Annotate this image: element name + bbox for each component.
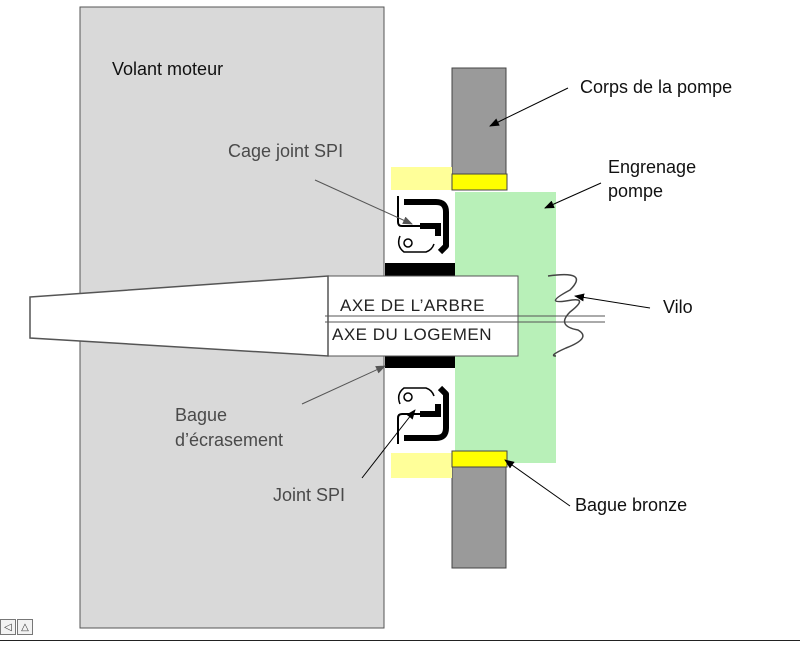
label-joint-spi: Joint SPI [273, 485, 345, 505]
navigate-up-icon: △ [21, 621, 29, 633]
label-engrenage-line1: Engrenage [608, 157, 696, 177]
arrow-cage-joint-spi [314, 179, 413, 225]
joint-spi-lower [397, 385, 449, 444]
nav-left-button[interactable]: ◁ [0, 619, 16, 635]
vilo-taper [29, 275, 329, 357]
axe-arbre-label: AXE DE L’ARBRE [340, 296, 485, 315]
navigate-left-icon: ◁ [4, 621, 12, 633]
arrow-joint-spi [361, 409, 416, 479]
vilo-wavy-end [547, 273, 584, 357]
axe-logement-label: AXE DU LOGEMEN [332, 325, 492, 344]
bague-bronze-lower [451, 450, 508, 468]
label-bague-ecrasement-line2: d’écrasement [175, 430, 283, 450]
label-cage-joint-spi: Cage joint SPI [228, 141, 343, 161]
bague-bronze-upper [451, 173, 508, 191]
arrow-engrenage [544, 182, 602, 209]
label-bague-ecrasement-line1: Bague [175, 405, 227, 425]
arrow-bague-bronze [504, 459, 571, 507]
label-engrenage-line2: pompe [608, 181, 663, 201]
bague-ecrasement-upper [385, 263, 455, 276]
nav-up-button[interactable]: △ [17, 619, 33, 635]
label-volant-moteur: Volant moteur [112, 59, 223, 79]
label-bague-bronze: Bague bronze [575, 495, 687, 515]
arrow-corps-pompe [489, 87, 569, 127]
pump-body-upper [451, 67, 507, 175]
label-corps-pompe: Corps de la pompe [580, 77, 732, 97]
seal-cage-bg-upper [391, 167, 452, 190]
bague-ecrasement-lower [385, 356, 455, 368]
joint-spi-upper [397, 196, 449, 255]
arrow-bague-ecrasement [301, 365, 386, 405]
label-vilo: Vilo [663, 297, 693, 317]
pump-body-lower [451, 465, 507, 569]
bottom-rule [0, 640, 800, 641]
seal-cage-bg-lower [391, 453, 452, 478]
arrow-vilo [574, 293, 651, 309]
